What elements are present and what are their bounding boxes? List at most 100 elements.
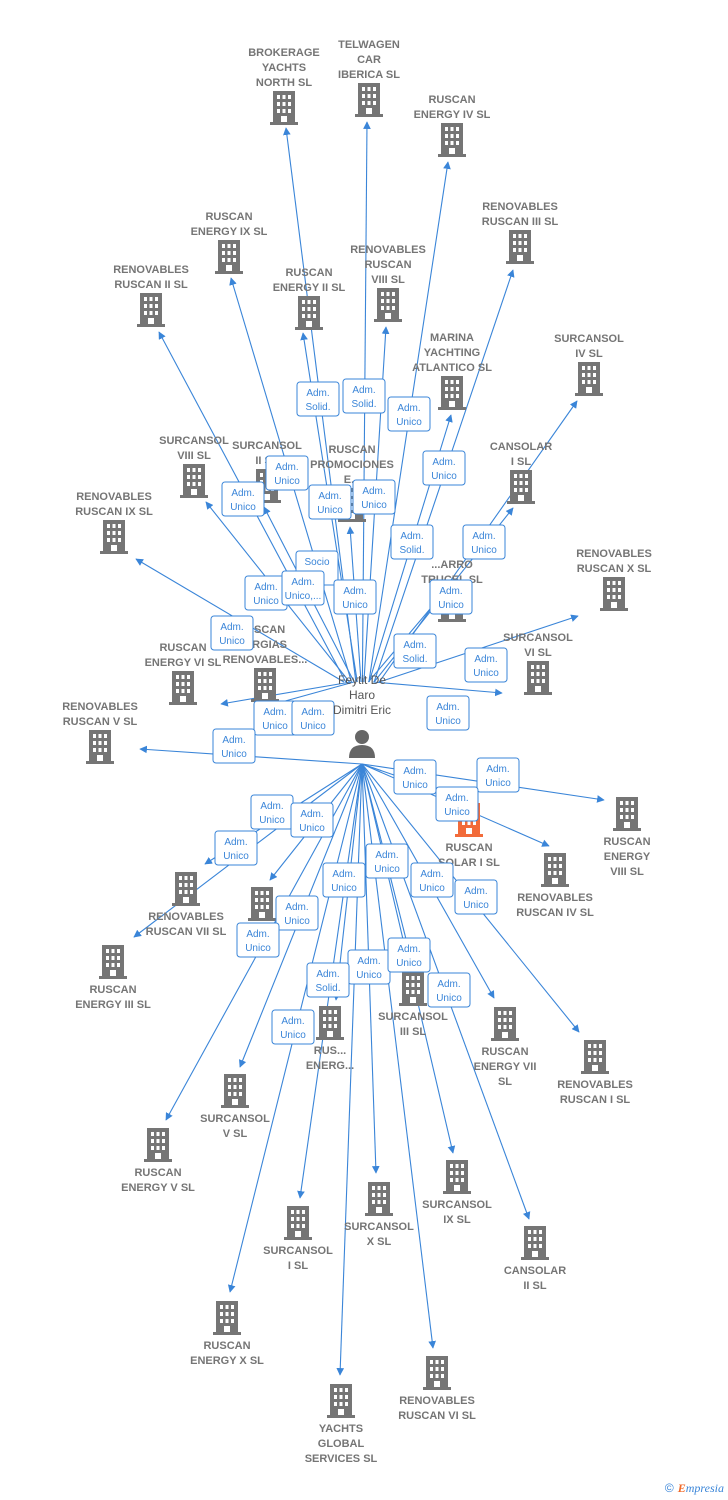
role-badge[interactable]: Adm. Unico [271,1009,315,1045]
role-badge[interactable]: Adm.Unico [464,647,508,683]
role-badge[interactable]: Adm.Unico [387,396,431,432]
role-badge[interactable]: Adm.Unico [352,479,396,515]
role-badge[interactable]: Adm.Unico,... [281,570,325,606]
building-icon [399,972,427,1006]
role-badge[interactable]: Adm.Unico [212,728,256,764]
role-badge[interactable]: Adm.Unico [290,802,334,838]
role-label: Adm. [281,1016,304,1027]
role-badge[interactable]: Adm.Unico [387,937,431,973]
role-badge[interactable]: Adm.Solid. [306,962,350,998]
company-label: RUSCAN VII SL [146,926,227,938]
role-badge[interactable]: Adm.Unico [210,615,254,651]
company-node-rusener[interactable]: RUS...ENERG... [306,1006,354,1072]
role-badge[interactable]: Adm.Unico [429,579,473,615]
role-label: Adm. [220,622,243,633]
company-label: RUSCAN [328,444,375,456]
building-icon [100,520,128,554]
role-badge[interactable]: Adm.Solid. [342,378,386,414]
role-badge[interactable]: Adm.Unico [476,757,520,793]
role-box [429,579,473,615]
building-icon [316,1006,344,1040]
role-label: Adm. [432,457,455,468]
brand-name: mpresia [685,1481,724,1495]
role-label: Unico [259,815,285,826]
role-badge[interactable]: Adm.Unico [236,922,280,958]
role-badge[interactable]: Adm.Unico [393,759,437,795]
company-node-ergias[interactable]: ...SCAN...RGIASRENOVABLES... [223,624,308,702]
role-badge[interactable]: Adm.Solid. [393,633,437,669]
role-badge[interactable]: Adm.Unico [435,786,479,822]
role-box [387,396,431,432]
role-badge[interactable]: Adm.Unico [427,972,471,1008]
role-label: Adm. [472,531,495,542]
role-badge[interactable]: Adm.Unico [454,879,498,915]
role-badge[interactable]: Adm.Unico [250,794,294,830]
role-label: Unico [471,545,497,556]
role-badge[interactable]: Adm.Unico [253,700,297,736]
empresia-brand[interactable]: ©Empresia [665,1481,724,1496]
role-badge[interactable]: Adm.Unico [275,895,319,931]
role-badge[interactable]: Adm.Unico [265,455,309,491]
role-badge[interactable]: Adm.Unico [333,579,377,615]
role-badge[interactable]: Adm.Unico [244,575,288,611]
role-box [296,381,340,417]
company-label: TELWAGEN [338,39,400,51]
role-badge[interactable]: Adm.Unico [308,484,352,520]
role-badge[interactable]: Adm.Unico [422,450,466,486]
role-badge[interactable]: Adm.Unico [221,481,265,517]
role-badge[interactable]: Adm.Unico [426,695,470,731]
role-badge[interactable]: Adm.Unico [365,843,409,879]
company-label: ENERGY IV SL [414,109,491,121]
building-icon [581,1040,609,1074]
role-label: Unico [280,1030,306,1041]
company-label: RUSCAN IX SL [75,506,153,518]
company-label: RUSCAN III SL [482,216,559,228]
company-label: RUSCAN X SL [577,563,652,575]
role-badge[interactable]: Adm.Solid. [296,381,340,417]
role-badge[interactable]: Adm.Unico [214,830,258,866]
role-badge[interactable]: Adm. Unico [462,524,506,560]
building-icon [613,797,641,831]
role-badge[interactable]: Adm.Unico [410,862,454,898]
role-badge[interactable]: Adm.Unico [347,949,391,985]
company-label: RENOVABLES [517,892,593,904]
role-badge[interactable]: Adm.Solid. [390,524,434,560]
role-badge[interactable]: Adm.Unico [291,700,335,736]
role-badge[interactable]: Adm.Unico [322,862,366,898]
